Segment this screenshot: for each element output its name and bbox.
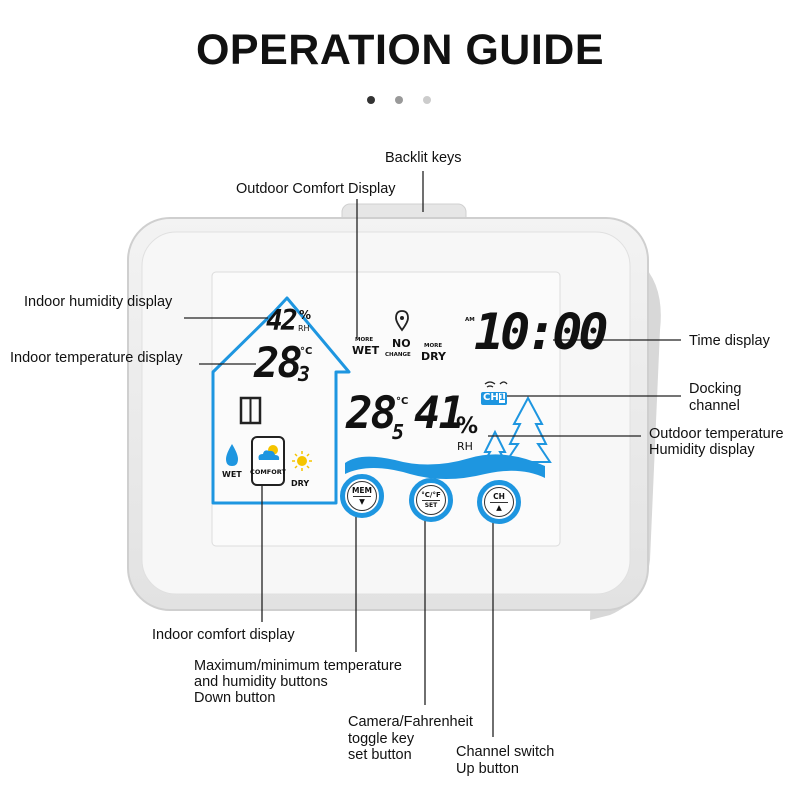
sun-icon bbox=[292, 451, 312, 471]
mem-label: MEM bbox=[352, 487, 372, 495]
ch-label: CH bbox=[493, 493, 505, 501]
channel-label: CH bbox=[483, 392, 499, 403]
down-arrow-icon: ▼ bbox=[359, 498, 365, 506]
outdoor-temperature-decimal: 5 bbox=[392, 420, 402, 444]
indoor-wet-label: WET bbox=[222, 470, 242, 479]
outdoor-temperature-value: 28 bbox=[346, 388, 395, 439]
label-indoor-temperature: Indoor temperature display bbox=[10, 350, 183, 366]
label-indoor-humidity: Indoor humidity display bbox=[24, 294, 172, 310]
label-maxmin-line2: and humidity buttons bbox=[194, 674, 328, 690]
label-backlit-keys: Backlit keys bbox=[385, 150, 462, 166]
channel-value: 1 bbox=[499, 393, 505, 403]
channel-indicator: CH 1 bbox=[481, 392, 507, 405]
mem-button-face: MEM ▼ bbox=[347, 481, 377, 511]
indoor-humidity-unit: % bbox=[299, 308, 311, 322]
comfort-no: NO bbox=[392, 337, 411, 350]
time-value: 10:00 bbox=[474, 303, 605, 361]
indoor-temperature-decimal: 3 bbox=[298, 362, 308, 386]
cloud-sun-icon bbox=[254, 442, 283, 466]
cf-separator bbox=[422, 500, 440, 501]
label-outdoor-temp-line2: Humidity display bbox=[649, 442, 755, 458]
indoor-humidity-value: 42 bbox=[266, 304, 296, 337]
outdoor-temperature-unit: °C bbox=[396, 396, 408, 407]
cf-button-face: °C/°F SET bbox=[416, 485, 446, 515]
indoor-dry-label: DRY bbox=[291, 479, 309, 488]
outdoor-humidity-rh: RH bbox=[457, 440, 473, 453]
up-arrow-icon: ▲ bbox=[496, 504, 502, 512]
set-label: SET bbox=[425, 502, 438, 510]
label-docking-channel-line2: channel bbox=[689, 398, 740, 414]
ch-button-face: CH ▲ bbox=[484, 487, 514, 517]
comfort-wet: WET bbox=[352, 344, 379, 357]
comfort-more-wet-small: MORE bbox=[355, 337, 373, 343]
unit-set-button[interactable]: °C/°F SET bbox=[409, 478, 453, 522]
mem-down-button[interactable]: MEM ▼ bbox=[340, 474, 384, 518]
comfort-more-dry-small: MORE bbox=[424, 343, 442, 349]
label-cf-line1: Camera/Fahrenheit bbox=[348, 714, 473, 730]
label-indoor-comfort: Indoor comfort display bbox=[152, 627, 295, 643]
label-ch-line2: Up button bbox=[456, 761, 519, 777]
comfort-change: CHANGE bbox=[385, 352, 411, 358]
label-maxmin-line3: Down button bbox=[194, 690, 275, 706]
label-cf-line2: toggle key bbox=[348, 731, 414, 747]
label-outdoor-temp-line1: Outdoor temperature bbox=[649, 426, 784, 442]
label-maxmin-line1: Maximum/minimum temperature bbox=[194, 658, 402, 674]
label-docking-channel-line1: Docking bbox=[689, 381, 741, 397]
indoor-temperature-unit: °C bbox=[300, 346, 312, 357]
label-time-display: Time display bbox=[689, 333, 770, 349]
label-cf-line3: set button bbox=[348, 747, 412, 763]
ch-up-button[interactable]: CH ▲ bbox=[477, 480, 521, 524]
indoor-comfort-indicator: COMFORT bbox=[251, 436, 285, 486]
indoor-temperature-value: 28 bbox=[254, 338, 301, 387]
outdoor-humidity-unit: % bbox=[456, 414, 478, 439]
label-ch-line1: Channel switch bbox=[456, 744, 554, 760]
indoor-comfort-text: COMFORT bbox=[250, 468, 286, 476]
indoor-humidity-rh: RH bbox=[298, 324, 310, 333]
cf-label: °C/°F bbox=[421, 491, 440, 499]
comfort-dry: DRY bbox=[421, 350, 446, 363]
label-outdoor-comfort: Outdoor Comfort Display bbox=[236, 181, 396, 197]
